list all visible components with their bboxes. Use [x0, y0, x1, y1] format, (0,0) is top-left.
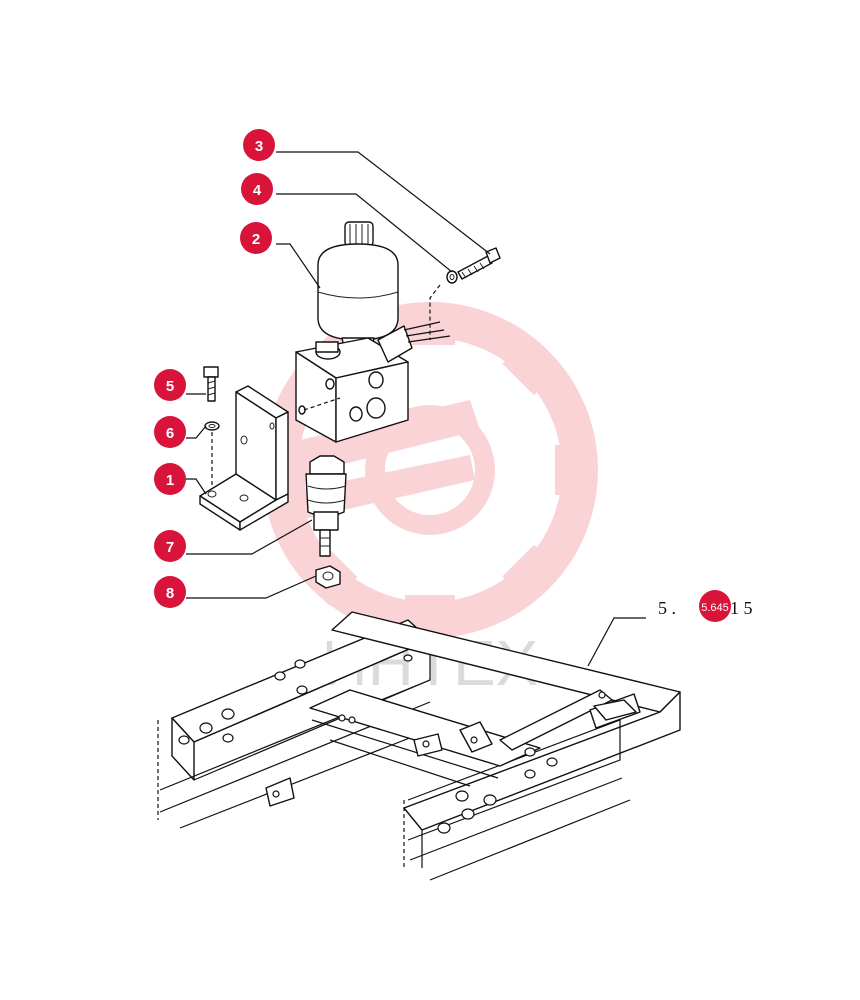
svg-text:5: 5: [166, 378, 174, 395]
callout-2[interactable]: 2: [240, 222, 272, 254]
svg-text:2: 2: [252, 231, 260, 248]
leader-lines: [186, 151, 646, 667]
cross-reference[interactable]: 5 . 5.645 1 5: [658, 590, 753, 622]
svg-text:8: 8: [166, 585, 174, 602]
bolt-short: [203, 366, 219, 402]
callout-3[interactable]: 3: [243, 129, 275, 161]
callout-8[interactable]: 8: [154, 576, 186, 608]
svg-text:3: 3: [255, 138, 263, 155]
svg-text:7: 7: [166, 539, 174, 556]
reference-badge-label: 5.645: [701, 602, 729, 614]
reference-badge[interactable]: [699, 590, 731, 622]
svg-text:4: 4: [253, 182, 262, 199]
svg-text:1: 1: [166, 472, 174, 489]
hex-nut: [315, 565, 341, 589]
callout-7[interactable]: 7: [154, 530, 186, 562]
callout-5[interactable]: 5: [154, 369, 186, 401]
reference-prefix: 5 .: [658, 598, 676, 618]
callout-4[interactable]: 4: [241, 173, 273, 205]
frame-cross-member: [593, 699, 637, 721]
valve-block: [295, 321, 451, 443]
svg-text:6: 6: [166, 425, 174, 442]
washer-small: [446, 270, 458, 284]
mounting-bracket: [199, 385, 289, 531]
washer-bracket: [204, 421, 220, 431]
chassis-frame: [157, 611, 681, 881]
pressure-switch: [305, 455, 347, 557]
reference-suffix: 1 5: [730, 598, 753, 618]
bolt-long: [457, 247, 501, 280]
callout-1[interactable]: 1: [154, 463, 186, 495]
callout-6[interactable]: 6: [154, 416, 186, 448]
